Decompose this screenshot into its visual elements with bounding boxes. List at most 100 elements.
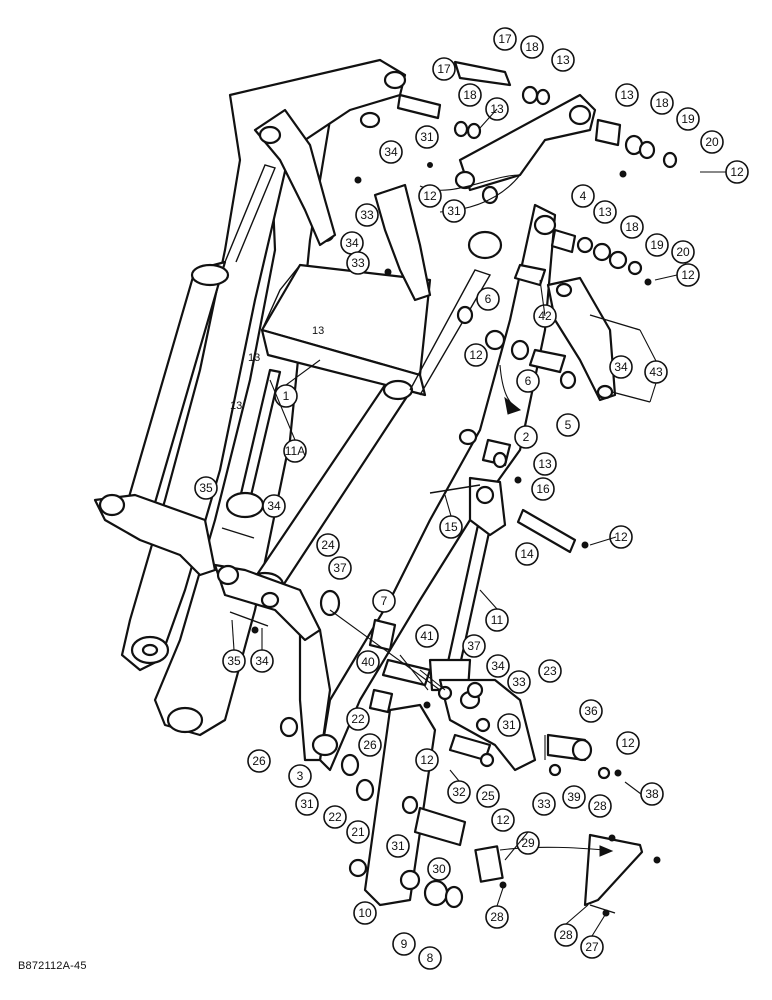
svg-text:11: 11 [491,613,504,627]
svg-text:18: 18 [655,96,669,110]
decal-mark: 13 [230,400,242,412]
callout: 34 [379,140,403,164]
svg-text:33: 33 [537,797,551,811]
svg-text:16: 16 [536,482,550,496]
svg-text:17: 17 [437,62,451,76]
callout: 31 [442,199,466,223]
svg-text:15: 15 [444,520,458,534]
svg-text:13: 13 [538,457,552,471]
svg-text:13: 13 [312,325,324,337]
callout: 13 [615,83,639,107]
svg-text:39: 39 [567,790,581,804]
callout: 31 [386,834,410,858]
svg-text:6: 6 [485,292,492,306]
svg-text:37: 37 [467,639,481,653]
svg-text:12: 12 [614,530,628,544]
callout: 1 [274,384,298,408]
callout: 8 [418,946,442,970]
callout: 32 [447,780,471,804]
svg-text:13: 13 [620,88,634,102]
svg-text:29: 29 [521,836,535,850]
callout: 33 [346,251,370,275]
callout: 19 [645,233,669,257]
callout: 11A [283,439,307,463]
svg-text:34: 34 [384,145,398,159]
callout: 41 [415,624,439,648]
svg-text:34: 34 [267,499,281,513]
svg-text:35: 35 [227,654,241,668]
callout: 6 [476,287,500,311]
callout: 6 [516,369,540,393]
svg-text:12: 12 [621,736,635,750]
callout: 37 [328,556,352,580]
svg-text:24: 24 [321,538,335,552]
callout: 3 [288,764,312,788]
callout: 26 [247,749,271,773]
pins-and-bushings [221,60,678,917]
svg-text:12: 12 [423,189,437,203]
svg-text:21: 21 [351,825,365,839]
svg-text:27: 27 [585,940,599,954]
svg-text:36: 36 [584,704,598,718]
callout: 20 [671,240,695,264]
callout: 40 [356,650,380,674]
svg-text:12: 12 [420,753,434,767]
svg-text:30: 30 [432,862,446,876]
svg-text:6: 6 [525,374,532,388]
svg-text:31: 31 [300,797,314,811]
svg-text:10: 10 [358,906,372,920]
callout: 15 [439,515,463,539]
leader-lines [329,174,614,857]
callout: 34 [609,355,633,379]
svg-text:34: 34 [345,236,359,250]
svg-text:3: 3 [297,769,304,783]
callout: 25 [476,784,500,808]
svg-text:12: 12 [730,165,744,179]
svg-text:26: 26 [363,738,377,752]
callout: 5 [556,413,580,437]
callout: 31 [295,792,319,816]
callout: 9 [392,932,416,956]
svg-text:17: 17 [498,32,512,46]
svg-text:33: 33 [512,675,526,689]
callout: 13 [551,48,575,72]
svg-text:20: 20 [705,135,719,149]
svg-text:35: 35 [199,481,213,495]
decal-mark: 13 [248,352,260,364]
callout: 18 [650,91,674,115]
callout: 12 [676,263,700,287]
callout: 12 [415,748,439,772]
callout: 10 [353,901,377,925]
callout: 22 [323,805,347,829]
callout: 11 [485,608,509,632]
svg-text:12: 12 [469,348,483,362]
callout: 13 [593,200,617,224]
callout: 34 [262,494,286,518]
callout: 23 [538,659,562,683]
callout: 28 [554,923,578,947]
callout: 34 [340,231,364,255]
callout: 39 [562,785,586,809]
svg-text:43: 43 [649,365,663,379]
svg-text:33: 33 [360,208,374,222]
callout: 16 [531,477,555,501]
callout: 36 [579,699,603,723]
svg-text:12: 12 [496,813,510,827]
svg-text:22: 22 [351,712,365,726]
svg-text:40: 40 [361,655,375,669]
callout: 26 [358,733,382,757]
svg-text:18: 18 [463,88,477,102]
svg-text:38: 38 [645,787,659,801]
svg-text:31: 31 [447,204,461,218]
callout: 21 [346,820,370,844]
svg-text:9: 9 [401,937,408,951]
svg-text:1: 1 [283,389,290,403]
callout: 35 [194,476,218,500]
svg-text:20: 20 [676,245,690,259]
callout: 34 [486,654,510,678]
callout: 17 [432,57,456,81]
callout: 37 [462,634,486,658]
callout: 33 [532,792,556,816]
callout-leaders [231,108,726,937]
